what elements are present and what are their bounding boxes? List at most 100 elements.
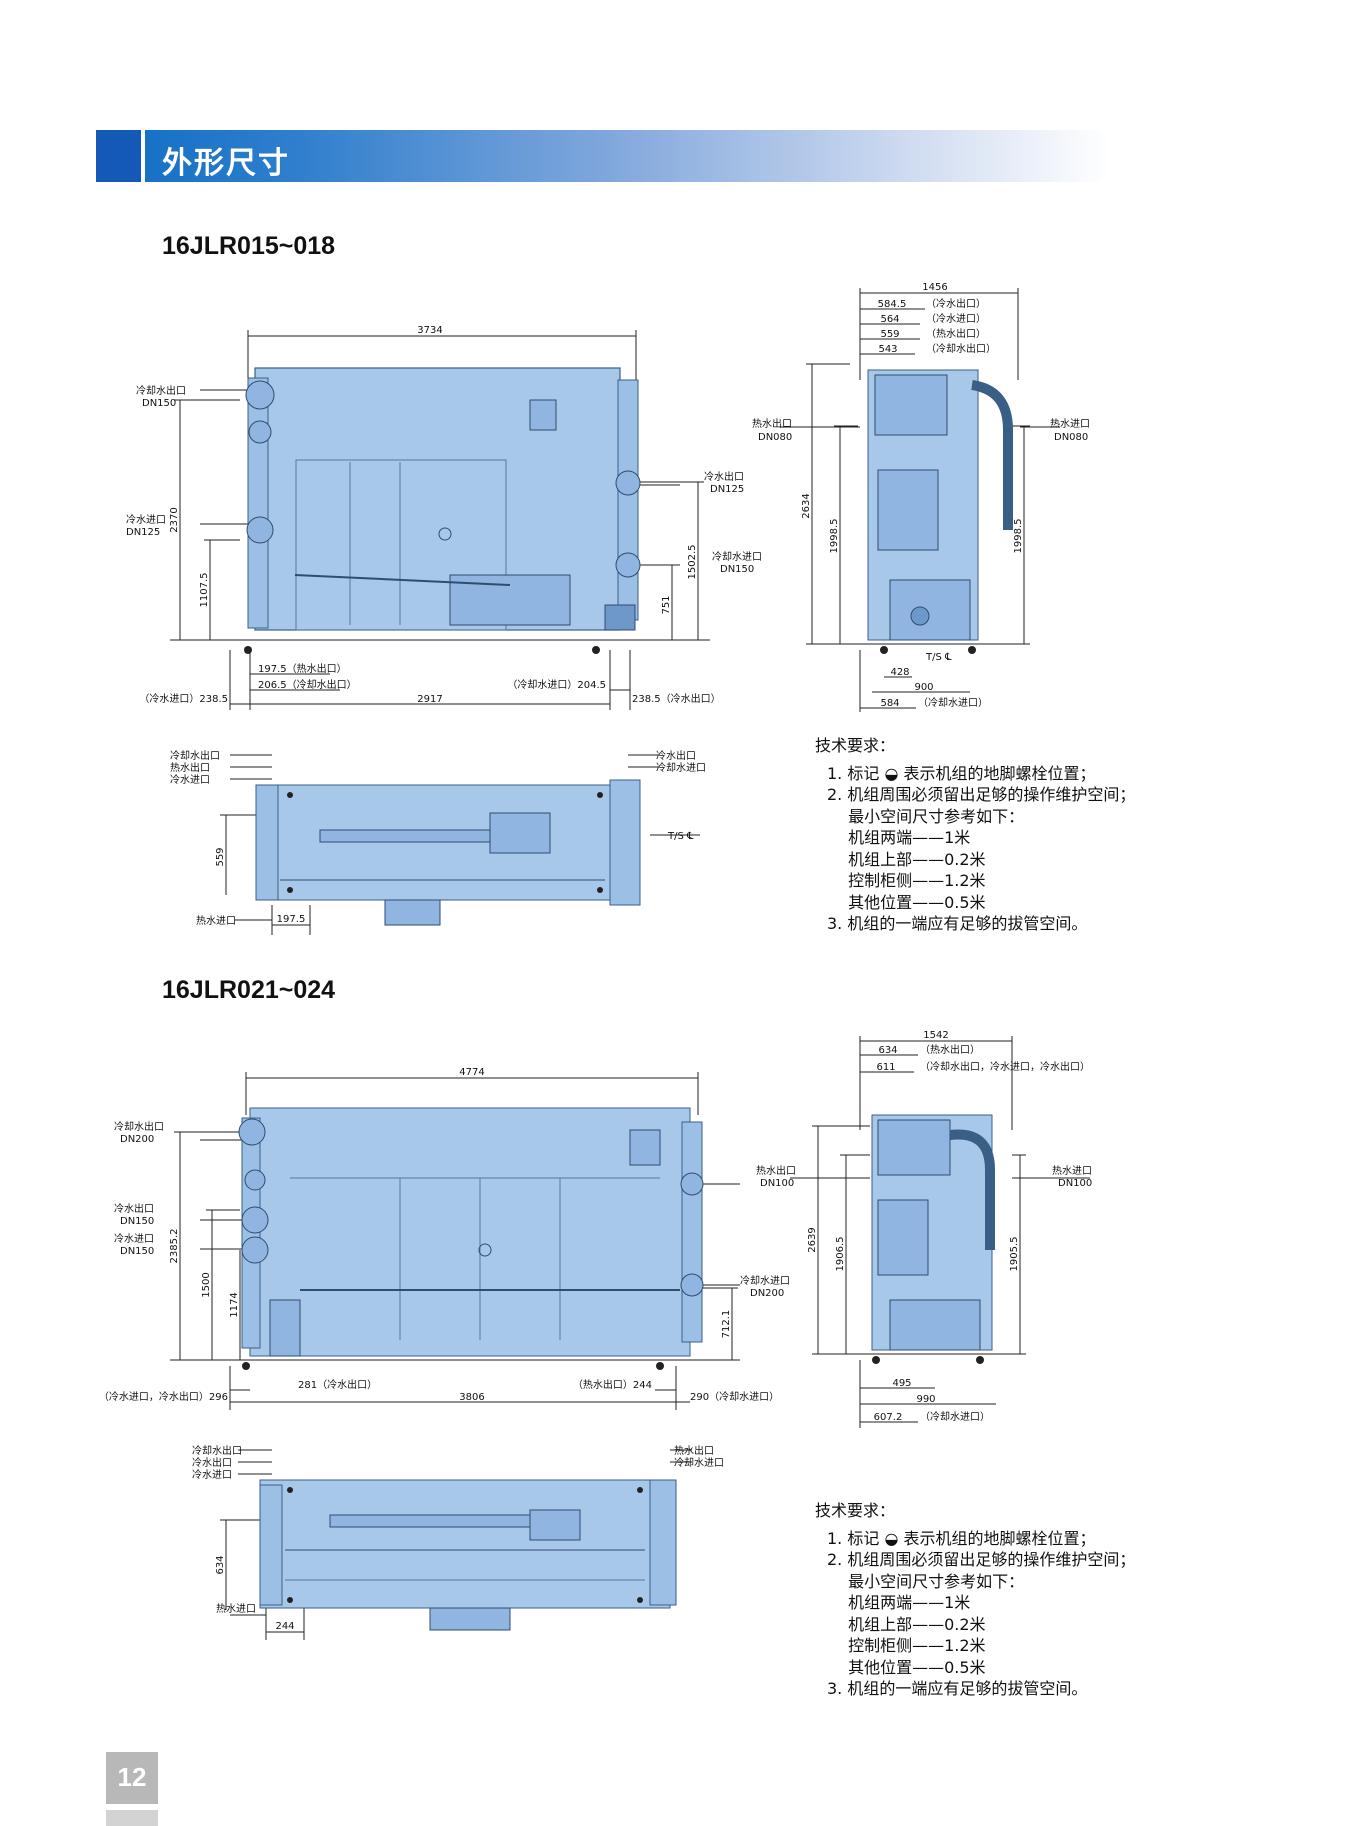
m1-front-dn125b: DN125 — [710, 484, 744, 495]
m1-plan-ts: T/S ℄ — [667, 831, 694, 842]
m1-plan-d: 559 — [215, 847, 226, 866]
m2-plan-r1: 热水出口 — [674, 1444, 714, 1457]
m2-plan-l2: 冷水出口 — [192, 1456, 232, 1469]
page-number-tab — [106, 1810, 158, 1826]
m1-front-dn125: DN125 — [126, 527, 160, 538]
m2-side-t1: （热水出口） — [920, 1043, 980, 1056]
m2-front-cso: 冷水出口 — [114, 1202, 154, 1215]
tech1-line: 最小空间尺寸参考如下： — [827, 806, 1025, 826]
m1-front-cwin: 冷却水进口 — [712, 550, 762, 563]
m1-side-b3: 584 — [880, 698, 899, 709]
m2-plan-r2: 冷却水进口 — [674, 1456, 724, 1469]
m1-side-b1: 428 — [890, 667, 909, 678]
m1-side-t1: （冷水出口） — [926, 297, 986, 310]
tech1-line: 机组上部——0.2米 — [827, 849, 986, 869]
tech2-line: 最小空间尺寸参考如下： — [827, 1571, 1025, 1591]
tech-requirements-2: 技术要求： 1. 标记 ◒ 表示机组的地脚螺栓位置； 2. 机组周围必须留出足够… — [815, 1500, 1135, 1700]
m2-front-b5: 290（冷却水进口） — [690, 1390, 779, 1403]
m2-side-h: 2639 — [807, 1227, 818, 1252]
m2-side-hwi: 热水进口 — [1052, 1164, 1092, 1177]
m1-side-s4: 543 — [878, 344, 897, 355]
m2-plan-b: 244 — [275, 1621, 294, 1632]
m1-side-h: 2634 — [801, 493, 812, 518]
m2-front-cwin: 冷却水进口 — [740, 1274, 790, 1287]
m1-side-t4: （冷却水出口） — [926, 342, 996, 355]
m1-plan-r2: 冷却水进口 — [656, 761, 706, 774]
m2-side-h2: 1905.5 — [1009, 1237, 1020, 1272]
m2-side-w: 1542 — [923, 1030, 948, 1041]
page-number-box: 12 — [106, 1752, 158, 1804]
model2-title: 16JLR021~024 — [162, 976, 336, 1004]
tech2-heading: 技术要求： — [815, 1501, 896, 1520]
model1-plan-view: 冷却水出口 热水出口 冷水进口 冷水出口 冷却水进口 T/S ℄ 559 热水进… — [170, 749, 706, 935]
m2-front-b1: 281（冷水出口） — [298, 1378, 377, 1391]
m2-side-b3t: （冷却水进口） — [920, 1410, 990, 1423]
m1-front-width: 3734 — [417, 325, 442, 336]
m1-front-h4: 751 — [661, 595, 672, 614]
m1-front-h2: 1107.5 — [199, 573, 210, 608]
m2-side-h1: 1906.5 — [835, 1237, 846, 1272]
model1-side-view: 1456 584.5 564 559 543 （冷水出口） （冷水进口） （热水… — [752, 282, 1090, 712]
m2-side-s2: 611 — [876, 1062, 895, 1073]
model2-plan-view: 冷却水出口 冷水出口 冷水进口 热水出口 冷却水进口 634 热水进口 244 — [192, 1444, 724, 1640]
m1-side-t2: （冷水进口） — [926, 312, 986, 325]
m1-front-cwo: 冷却水出口 — [136, 384, 186, 397]
header-accent-block — [96, 130, 141, 182]
m1-side-dn080: DN080 — [758, 432, 792, 443]
model2-side-view: 1542 634 611 （热水出口） （冷却水出口，冷水进口，冷水出口） 热水… — [790, 1030, 1092, 1428]
m2-side-dn100: DN100 — [1058, 1178, 1092, 1189]
m1-side-hwi: 热水进口 — [1050, 417, 1090, 430]
m1-front-cso: 冷水出口 — [704, 470, 744, 483]
m2-front-width: 4774 — [459, 1067, 484, 1078]
tech2-line: 控制柜侧——1.2米 — [827, 1636, 986, 1655]
m2-front-h3: 1174 — [229, 1292, 240, 1317]
m2-front-dn150: DN150 — [120, 1216, 154, 1227]
m2-front-h4: 712.1 — [721, 1310, 732, 1339]
m1-side-s3: 559 — [880, 329, 899, 340]
tech2-line: 3. 机组的一端应有足够的拔管空间。 — [827, 1679, 1088, 1698]
m2-front-dn100: DN100 — [760, 1178, 794, 1189]
m1-plan-b: 197.5 — [277, 914, 306, 925]
m2-front-dn200: DN200 — [120, 1134, 154, 1145]
tech-requirements-1: 技术要求： 1. 标记 ◒ 表示机组的地脚螺栓位置； 2. 机组周围必须留出足够… — [815, 735, 1135, 935]
tech2-line: 机组两端——1米 — [827, 1593, 971, 1612]
m2-side-b3: 607.2 — [874, 1412, 903, 1423]
m1-front-b3: （冷水进口）238.5 — [139, 692, 228, 705]
model1-title: 16JLR015~018 — [162, 232, 336, 260]
m1-side-b2: 900 — [914, 682, 933, 693]
tech1-line: 其他位置——0.5米 — [827, 892, 986, 912]
tech2-line: 机组上部——0.2米 — [827, 1614, 986, 1634]
section-header: 外形尺寸 — [96, 130, 1110, 182]
m1-side-hwo: 热水出口 — [752, 417, 792, 430]
m2-side-b2: 990 — [916, 1394, 935, 1405]
tech1-line: 控制柜侧——1.2米 — [827, 871, 986, 890]
tech2-line: 其他位置——0.5米 — [827, 1657, 986, 1677]
m2-front-dn200b: DN200 — [750, 1288, 784, 1299]
m2-side-s1: 634 — [878, 1045, 897, 1056]
m2-front-b4: 3806 — [459, 1392, 484, 1403]
m2-plan-hwi: 热水进口 — [216, 1602, 256, 1615]
m1-side-s1: 584.5 — [878, 299, 907, 310]
m1-side-dn080b: DN080 — [1054, 432, 1088, 443]
m2-front-h2: 1500 — [201, 1272, 212, 1297]
m1-front-cwi: 冷水进口 — [126, 513, 166, 526]
m1-front-b5: （冷却水进口）204.5 — [507, 678, 606, 691]
m2-side-t2: （冷却水出口，冷水进口，冷水出口） — [920, 1060, 1090, 1073]
m1-front-h1: 2370 — [169, 507, 180, 532]
m2-front-cwo: 冷却水出口 — [114, 1120, 164, 1133]
m1-side-ts: T/S ℄ — [925, 652, 952, 663]
tech1-line: 1. 标记 ◒ 表示机组的地脚螺栓位置； — [827, 763, 1096, 783]
page-title: 外形尺寸 — [162, 146, 290, 181]
m1-plan-hwi: 热水进口 — [196, 914, 236, 927]
model1-front-view: 3734 2370 1107.5 1502.5 751 197.5（热水出口） … — [126, 325, 762, 710]
m1-side-w: 1456 — [922, 282, 947, 293]
m1-side-h2: 1998.5 — [1013, 519, 1024, 554]
m1-front-b1: 197.5（热水出口） — [258, 662, 347, 675]
m1-plan-l1: 冷却水出口 — [170, 749, 220, 762]
m1-side-b3t: （冷却水进口） — [918, 696, 988, 709]
m2-side-b1: 495 — [892, 1378, 911, 1389]
m2-front-dn150b: DN150 — [120, 1246, 154, 1257]
m2-front-b2: （热水出口）244 — [573, 1378, 652, 1391]
tech1-line: 机组两端——1米 — [827, 828, 971, 847]
m2-front-h1: 2385.2 — [169, 1229, 180, 1264]
